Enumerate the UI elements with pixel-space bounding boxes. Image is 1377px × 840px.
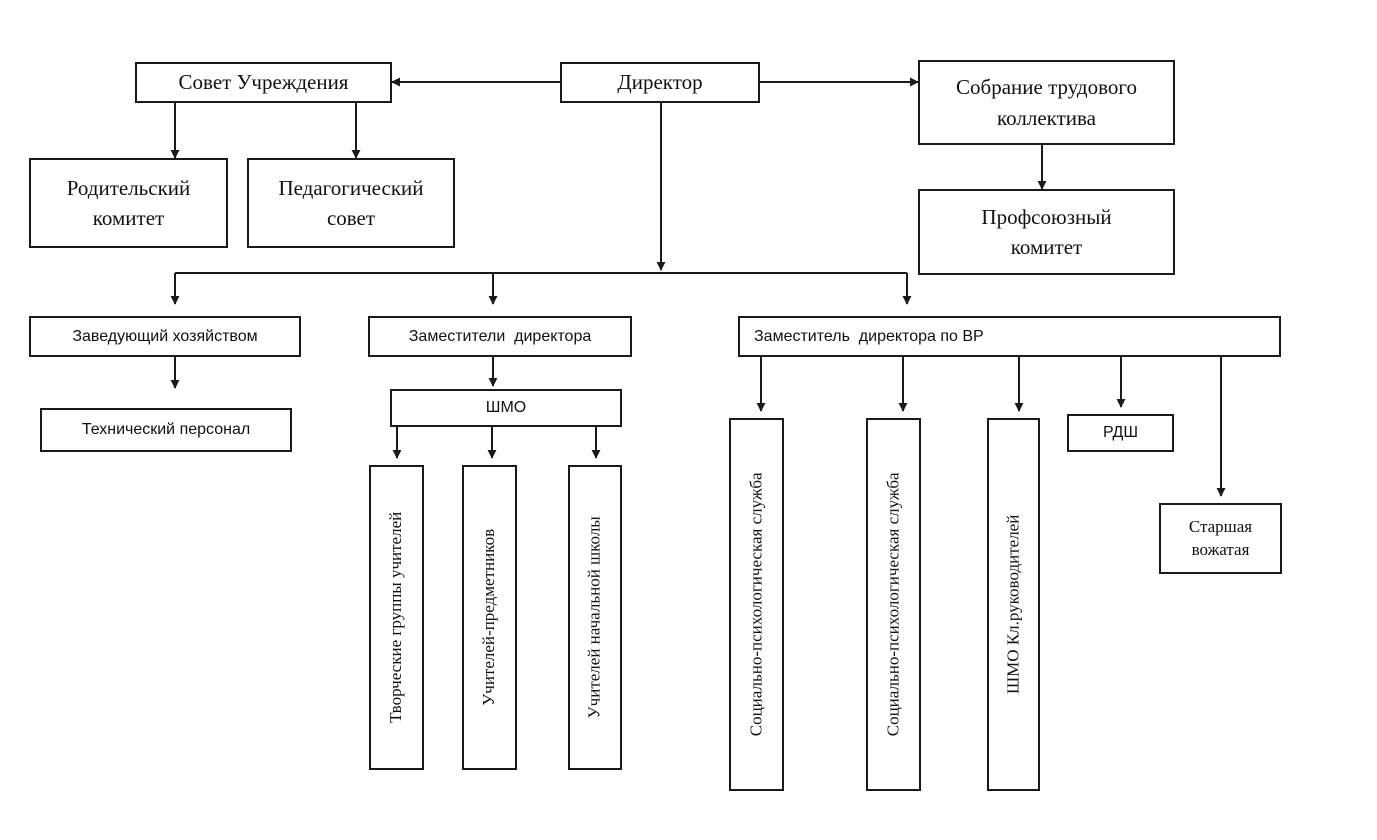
rdsh-box: РДШ	[1067, 414, 1174, 452]
assembly-box: Собрание трудового коллектива	[918, 60, 1175, 145]
creative-groups-label: Творческие группы учителей	[386, 511, 406, 724]
senior-counselor-box: Старшая вожатая	[1159, 503, 1282, 574]
council-label: Совет Учреждения	[178, 70, 349, 95]
shmo-label: ШМО	[485, 399, 527, 417]
subject-teachers-label: Учителей-предметников	[479, 529, 499, 706]
shmo-class-box: ШМО Кл.руководителей	[987, 418, 1040, 791]
technical-staff-box: Технический персонал	[40, 408, 292, 452]
pedagogical-council-label: Педагогический совет	[278, 175, 424, 230]
deputy-vr-box: Заместитель директора по ВР	[738, 316, 1281, 357]
director-label: Директор	[617, 70, 703, 95]
primary-teachers-label: Учителей начальной школы	[584, 516, 604, 719]
deputy-directors-box: Заместители директора	[368, 316, 632, 357]
trade-union-label: Профсоюзный комитет	[981, 204, 1112, 259]
deputy-directors-label: Заместители директора	[408, 327, 592, 345]
parent-committee-box: Родительский комитет	[29, 158, 228, 248]
deputy-vr-label: Заместитель директора по ВР	[754, 327, 984, 345]
primary-teachers-box: Учителей начальной школы	[568, 465, 622, 770]
senior-counselor-label: Старшая вожатая	[1188, 516, 1253, 559]
subject-teachers-box: Учителей-предметников	[462, 465, 517, 770]
assembly-label: Собрание трудового коллектива	[956, 75, 1137, 130]
rdsh-label: РДШ	[1102, 424, 1139, 442]
shmo-box: ШМО	[390, 389, 622, 427]
social-psych-1-label: Социально-психологическая служба	[746, 472, 766, 737]
trade-union-box: Профсоюзный комитет	[918, 189, 1175, 275]
household-manager-label: Заведующий хозяйством	[72, 327, 258, 345]
shmo-class-label: ШМО Кл.руководителей	[1003, 514, 1023, 695]
pedagogical-council-box: Педагогический совет	[247, 158, 455, 248]
technical-staff-label: Технический персонал	[81, 421, 251, 439]
creative-groups-box: Творческие группы учителей	[369, 465, 424, 770]
director-box: Директор	[560, 62, 760, 103]
council-box: Совет Учреждения	[135, 62, 392, 103]
social-psych-1-box: Социально-психологическая служба	[729, 418, 784, 791]
social-psych-2-box: Социально-психологическая служба	[866, 418, 921, 791]
social-psych-2-label: Социально-психологическая служба	[883, 472, 903, 737]
household-manager-box: Заведующий хозяйством	[29, 316, 301, 357]
parent-committee-label: Родительский комитет	[66, 175, 191, 230]
